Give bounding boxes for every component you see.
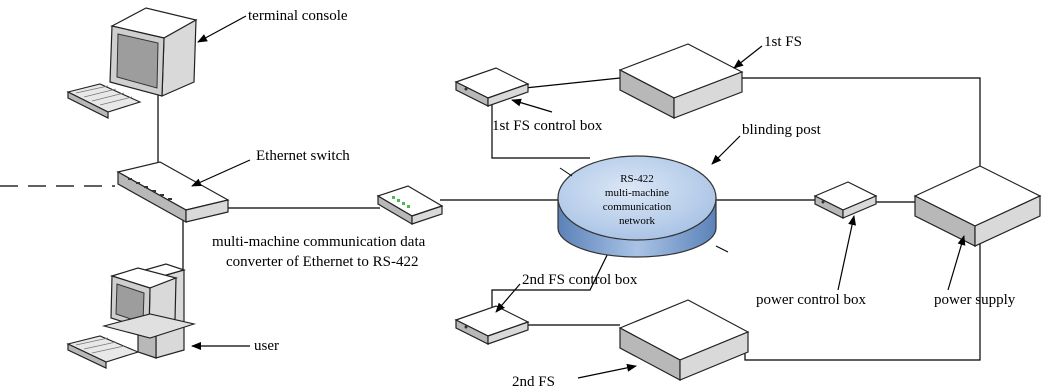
label-blinding-post: blinding post (742, 122, 822, 138)
label-converter-line2: converter of Ethernet to RS-422 (226, 254, 418, 270)
arrow-fs2-control-box (495, 283, 521, 313)
arrow-fs1-control-box (511, 98, 553, 113)
fs2-control-box-icon (454, 305, 530, 345)
fs1-box-link (524, 77, 621, 89)
label-power-control-box: power control box (756, 292, 866, 308)
label-fs2: 2nd FS (512, 374, 555, 390)
fs1-power-link (740, 77, 981, 170)
label-terminal-console: terminal console (248, 8, 348, 24)
power-control-box-icon (813, 181, 878, 219)
fs2-device-icon (618, 299, 750, 381)
arrow-power-control-box (837, 215, 857, 291)
terminal-console-icon (66, 7, 198, 119)
network-line-2: multi-machine (605, 187, 669, 199)
network-line-4: network (619, 215, 656, 227)
arrow-fs1 (733, 45, 763, 69)
arrow-ethernet-switch (191, 159, 251, 187)
ethernet-switch-icon (116, 161, 230, 224)
converter-icon (376, 185, 444, 226)
arrow-blinding-post (711, 135, 741, 165)
label-fs1-control-box: 1st FS control box (492, 118, 603, 134)
fs1-control-link (491, 100, 590, 159)
label-converter-line1: multi-machine communication data (212, 234, 426, 250)
fs2-control-link (491, 244, 613, 318)
label-fs1: 1st FS (764, 34, 802, 50)
label-fs2-control-box: 2nd FS control box (522, 272, 638, 288)
arrow-terminal-console (197, 15, 247, 43)
fs1-device-icon (618, 43, 744, 119)
fs1-control-box-icon (454, 67, 530, 107)
user-pc-icon (66, 263, 197, 369)
network-line-1: RS-422 (620, 173, 654, 185)
label-user: user (254, 338, 279, 354)
labels: terminal console Ethernet switch multi-m… (212, 8, 1016, 390)
network-line-3: communication (603, 201, 672, 213)
callout-arrows (191, 15, 966, 379)
arrow-power-supply (947, 235, 966, 291)
arrow-fs2 (577, 363, 637, 379)
label-ethernet-switch: Ethernet switch (256, 148, 350, 164)
label-power-supply: power supply (934, 292, 1016, 308)
power-supply-icon (913, 165, 1042, 247)
rs422-network-cylinder: RS-422 multi-machine communication netwo… (557, 155, 729, 258)
